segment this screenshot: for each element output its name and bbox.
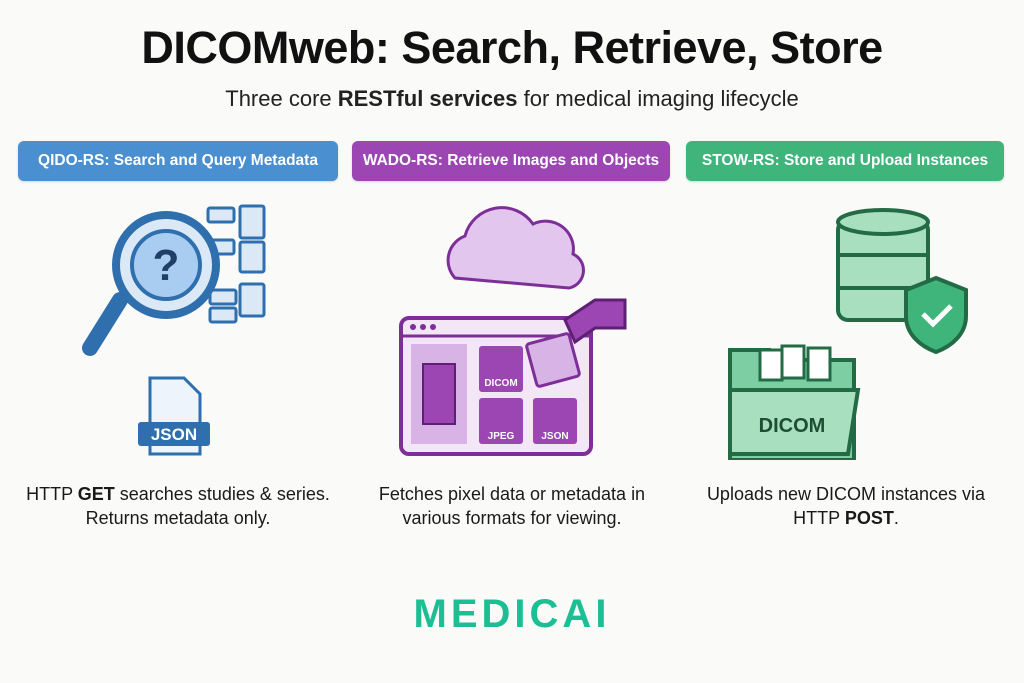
svg-text:DICOM: DICOM xyxy=(759,415,826,437)
svg-text:JSON: JSON xyxy=(151,425,197,444)
wado-rs-label: WADO-RS: Retrieve Images and Objects xyxy=(352,141,670,181)
film-icon xyxy=(422,363,456,425)
stow-description: Uploads new DICOM instances via HTTP POS… xyxy=(706,484,986,528)
subtitle-bold: RESTful services xyxy=(337,86,518,111)
hand-icon xyxy=(563,298,627,345)
cloud-icon xyxy=(446,206,585,290)
svg-text:?: ? xyxy=(153,241,180,290)
database-folder-icon: DICOM xyxy=(728,208,968,460)
stow-rs-label: STOW-RS: Store and Upload Instances xyxy=(686,141,1004,181)
json-file-icon: JSON xyxy=(138,376,210,456)
browser-retrieve-icon: DICOM JPEG JSON xyxy=(399,206,627,456)
page-subtitle: Three core RESTful services for medical … xyxy=(0,86,1024,112)
medicai-logo: MEDICAI xyxy=(413,592,611,636)
subtitle-text: Three core xyxy=(225,86,338,111)
svg-text:JSON: JSON xyxy=(541,431,568,442)
svg-text:JPEG: JPEG xyxy=(488,431,515,442)
subtitle-text-end: for medical imaging lifecycle xyxy=(517,86,799,111)
magnifier-question-icon: ? JSON xyxy=(82,204,266,456)
qido-description: HTTP GET searches studies & series. Retu… xyxy=(26,484,330,528)
svg-text:DICOM: DICOM xyxy=(484,378,517,389)
wado-description: Fetches pixel data or metadata in variou… xyxy=(378,484,646,528)
shield-check-icon xyxy=(904,275,968,355)
qido-rs-label: QIDO-RS: Search and Query Metadata xyxy=(18,141,338,181)
page-title: DICOMweb: Search, Retrieve, Store xyxy=(141,22,883,73)
